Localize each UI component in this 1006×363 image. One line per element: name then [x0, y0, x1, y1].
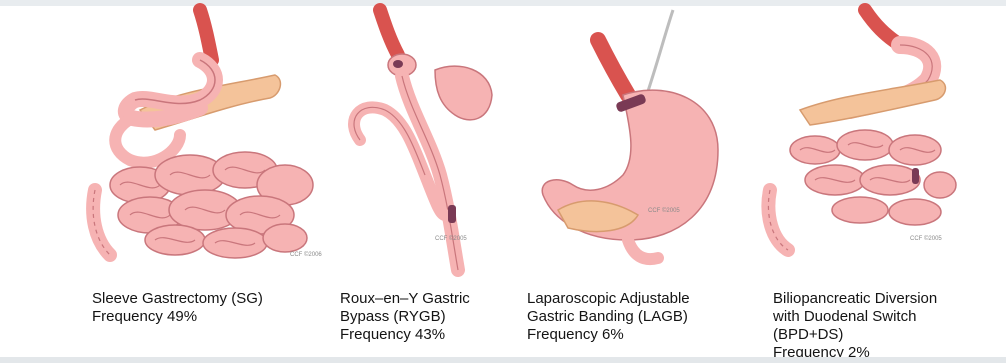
panel-roux-en-y: CCF ©2005	[340, 0, 520, 290]
procedure-title: Laparoscopic Adjustable	[527, 290, 690, 308]
procedure-title: Sleeve Gastrectomy (SG)	[92, 290, 263, 308]
procedure-title: (BPD+DS)	[773, 326, 937, 344]
procedure-title: Biliopancreatic Diversion	[773, 290, 937, 308]
caption-sleeve-gastrectomy: Sleeve Gastrectomy (SG) Frequency 49%	[92, 290, 263, 326]
watermark-bpd-ds: CCF ©2005	[910, 236, 942, 242]
watermark-sleeve-gastrectomy: CCF ©2006	[290, 252, 322, 258]
lagb-illustration	[528, 0, 748, 290]
procedure-frequency: Frequency 6%	[527, 326, 690, 344]
panel-lagb: CCF ©2005	[528, 0, 748, 290]
procedure-title: Bypass (RYGB)	[340, 308, 470, 326]
roux-en-y-illustration	[340, 0, 520, 290]
watermark-lagb: CCF ©2005	[648, 208, 680, 214]
procedure-title: with Duodenal Switch	[773, 308, 937, 326]
bpd-ds-illustration	[760, 0, 960, 290]
panel-sleeve-gastrectomy: CCF ©2006	[80, 0, 330, 290]
procedure-frequency: Frequency 43%	[340, 326, 470, 344]
panel-bpd-ds: CCF ©2005	[760, 0, 960, 290]
sleeve-gastrectomy-illustration	[80, 0, 330, 290]
bottom-divider	[0, 357, 1006, 363]
caption-lagb: Laparoscopic Adjustable Gastric Banding …	[527, 290, 690, 344]
caption-bpd-ds: Biliopancreatic Diversion with Duodenal …	[773, 290, 937, 362]
procedure-frequency: Frequency 49%	[92, 308, 263, 326]
watermark-roux-en-y: CCF ©2005	[435, 236, 467, 242]
procedure-title: Gastric Banding (LAGB)	[527, 308, 690, 326]
procedure-title: Roux–en–Y Gastric	[340, 290, 470, 308]
caption-roux-en-y: Roux–en–Y Gastric Bypass (RYGB) Frequenc…	[340, 290, 470, 344]
